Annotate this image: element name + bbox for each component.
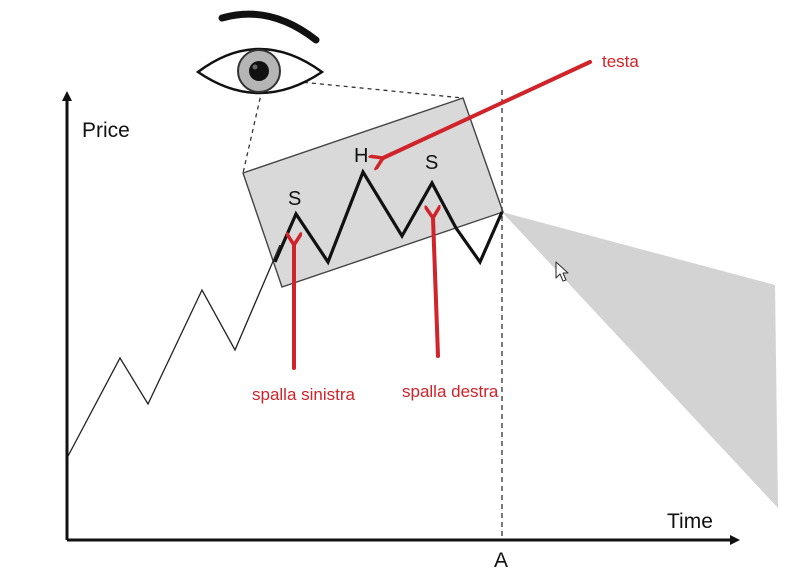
head-and-shoulders-line (273, 168, 504, 266)
time-marker-label: A (494, 549, 508, 572)
eye-sightline-left (242, 89, 263, 174)
left-shoulder-annotation-text: spalla sinistra (252, 385, 356, 404)
cursor-icon (555, 261, 569, 282)
head-annotation-arrow (383, 60, 592, 158)
left-shoulder-letter: S (288, 188, 301, 210)
right-shoulder-annotation-arrow (433, 218, 438, 358)
pattern-highlight-box (242, 97, 504, 288)
price-projection-wedge (502, 212, 778, 508)
eye-icon (195, 10, 325, 95)
y-axis-label: Price (82, 119, 130, 142)
right-shoulder-annotation-text: spalla destra (402, 382, 499, 401)
head-annotation-text: testa (602, 52, 639, 71)
eye-sightline-right (279, 79, 464, 99)
right-shoulder-letter: S (425, 152, 438, 174)
x-axis-label: Time (667, 510, 713, 533)
head-letter: H (354, 145, 368, 167)
price-line-prior-trend (66, 244, 281, 459)
